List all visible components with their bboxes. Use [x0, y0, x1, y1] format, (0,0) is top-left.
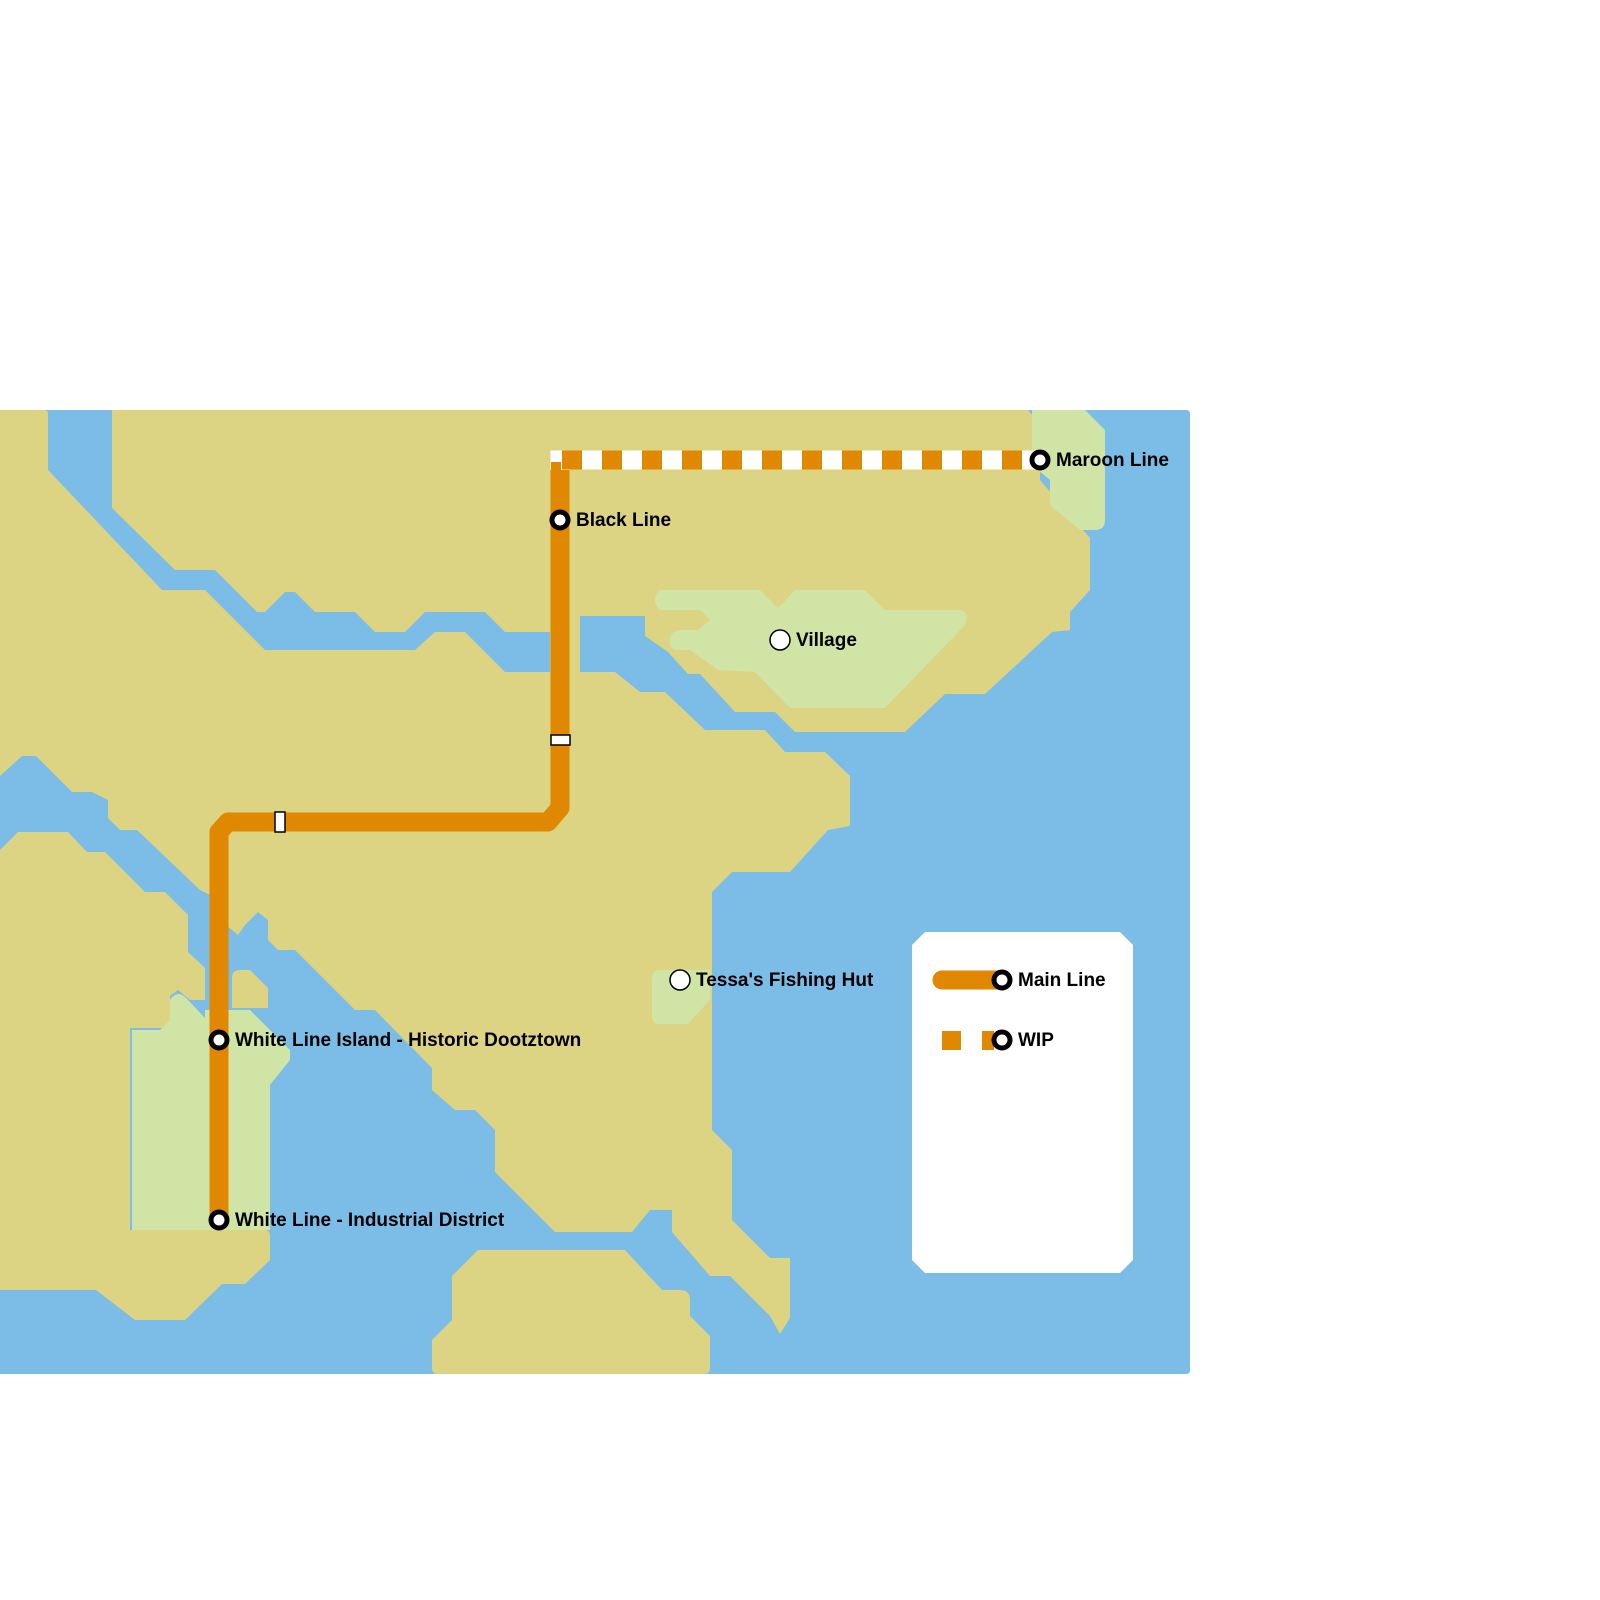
- legend: Main Line WIP: [912, 932, 1133, 1273]
- land-southwest: [0, 832, 270, 1320]
- park-northeast: [1032, 410, 1105, 530]
- main-line-route: [209, 460, 570, 1220]
- legend-wip-dash: [982, 1031, 994, 1050]
- station-tessas-fishing-hut[interactable]: Tessa's Fishing Hut: [669, 969, 874, 991]
- land-north: [0, 470, 850, 1334]
- park-village: [655, 590, 967, 708]
- legend-item-wip: WIP: [942, 1029, 1054, 1051]
- station-black-line[interactable]: Black Line: [549, 509, 671, 531]
- station-label: White Line - Industrial District: [235, 1210, 505, 1231]
- station-label: White Line Island - Historic Dootztown: [235, 1030, 581, 1051]
- track-marker-vertical: [550, 734, 571, 746]
- station-white-line-industrial[interactable]: White Line - Industrial District: [208, 1209, 505, 1231]
- station-white-line-island[interactable]: White Line Island - Historic Dootztown: [208, 1029, 581, 1051]
- track-marker-horizontal: [274, 811, 286, 833]
- station-label: Village: [796, 630, 857, 651]
- station-marker: [549, 509, 571, 531]
- station-marker: [669, 969, 691, 991]
- park-fishing-hut: [652, 970, 710, 1024]
- legend-wip-label: WIP: [1018, 1030, 1054, 1051]
- station-label: Black Line: [576, 510, 671, 531]
- land-small-islet: [232, 970, 268, 1008]
- station-maroon-line[interactable]: Maroon Line: [1029, 449, 1169, 471]
- legend-station-marker: [991, 969, 1013, 991]
- station-label: Maroon Line: [1056, 450, 1169, 471]
- legend-box: [912, 932, 1133, 1273]
- station-marker: [208, 1029, 230, 1051]
- station-marker: [1029, 449, 1051, 471]
- legend-wip-dash: [942, 1031, 961, 1050]
- land-south-island: [432, 1250, 710, 1374]
- legend-item-main-line: Main Line: [932, 969, 1106, 991]
- legend-main-line-label: Main Line: [1018, 970, 1106, 991]
- station-label: Tessa's Fishing Hut: [696, 970, 874, 991]
- legend-station-marker: [991, 1029, 1013, 1051]
- station-marker: [208, 1209, 230, 1231]
- station-village[interactable]: Village: [769, 629, 857, 651]
- land-west-strip: [0, 410, 48, 470]
- station-marker: [769, 629, 791, 651]
- wip-line-corner: [551, 462, 561, 478]
